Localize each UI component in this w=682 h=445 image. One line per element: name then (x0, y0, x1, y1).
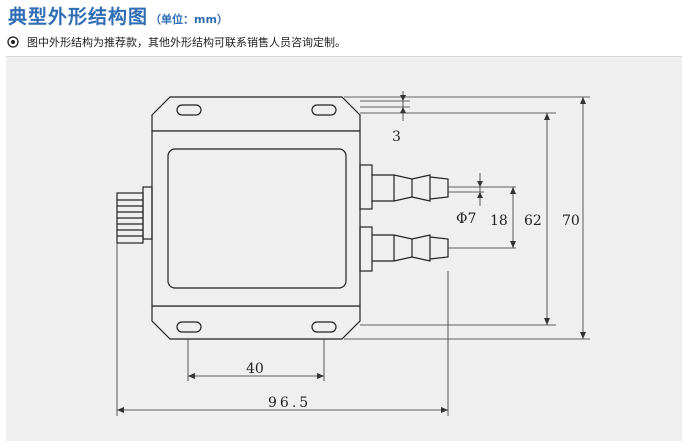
dim-port-spacing: 18 (490, 213, 508, 229)
unit-label: （单位：mm） (150, 13, 228, 26)
mounting-slot-top-left (176, 104, 202, 116)
recommendation-note: 图中外形结构为推荐款，其他外形结构可联系销售人员咨询定制。 (6, 34, 346, 50)
threaded-connector (116, 186, 153, 244)
section-title: 典型外形结构图 (8, 6, 149, 28)
note-text: 图中外形结构为推荐款，其他外形结构可联系销售人员咨询定制。 (27, 36, 346, 49)
mounting-slot-top-right (311, 104, 337, 116)
mounting-slot-bottom-left (176, 321, 202, 333)
dim-barb-diameter: Φ7 (456, 211, 476, 227)
upper-pressure-port (359, 164, 449, 210)
lower-pressure-port (359, 226, 449, 272)
outline-drawing: 3 Φ7 18 62 70 40 96.5 (116, 91, 590, 416)
dim-body-height: 62 (524, 213, 542, 229)
drawing-area: 3 Φ7 18 62 70 40 96.5 (6, 56, 682, 441)
top-flange (151, 96, 361, 132)
dim-overall-height: 70 (562, 213, 580, 229)
sensor-face (167, 148, 347, 289)
circle-bullet-icon (7, 36, 19, 48)
dim-overall-width: 96.5 (268, 395, 311, 411)
section-heading: 典型外形结构图 （单位：mm） (8, 2, 228, 28)
dim-flange-offset: 3 (392, 129, 401, 145)
dim-slot-spacing: 40 (246, 361, 264, 377)
sensor-body (151, 130, 361, 307)
mounting-slot-bottom-right (311, 321, 337, 333)
